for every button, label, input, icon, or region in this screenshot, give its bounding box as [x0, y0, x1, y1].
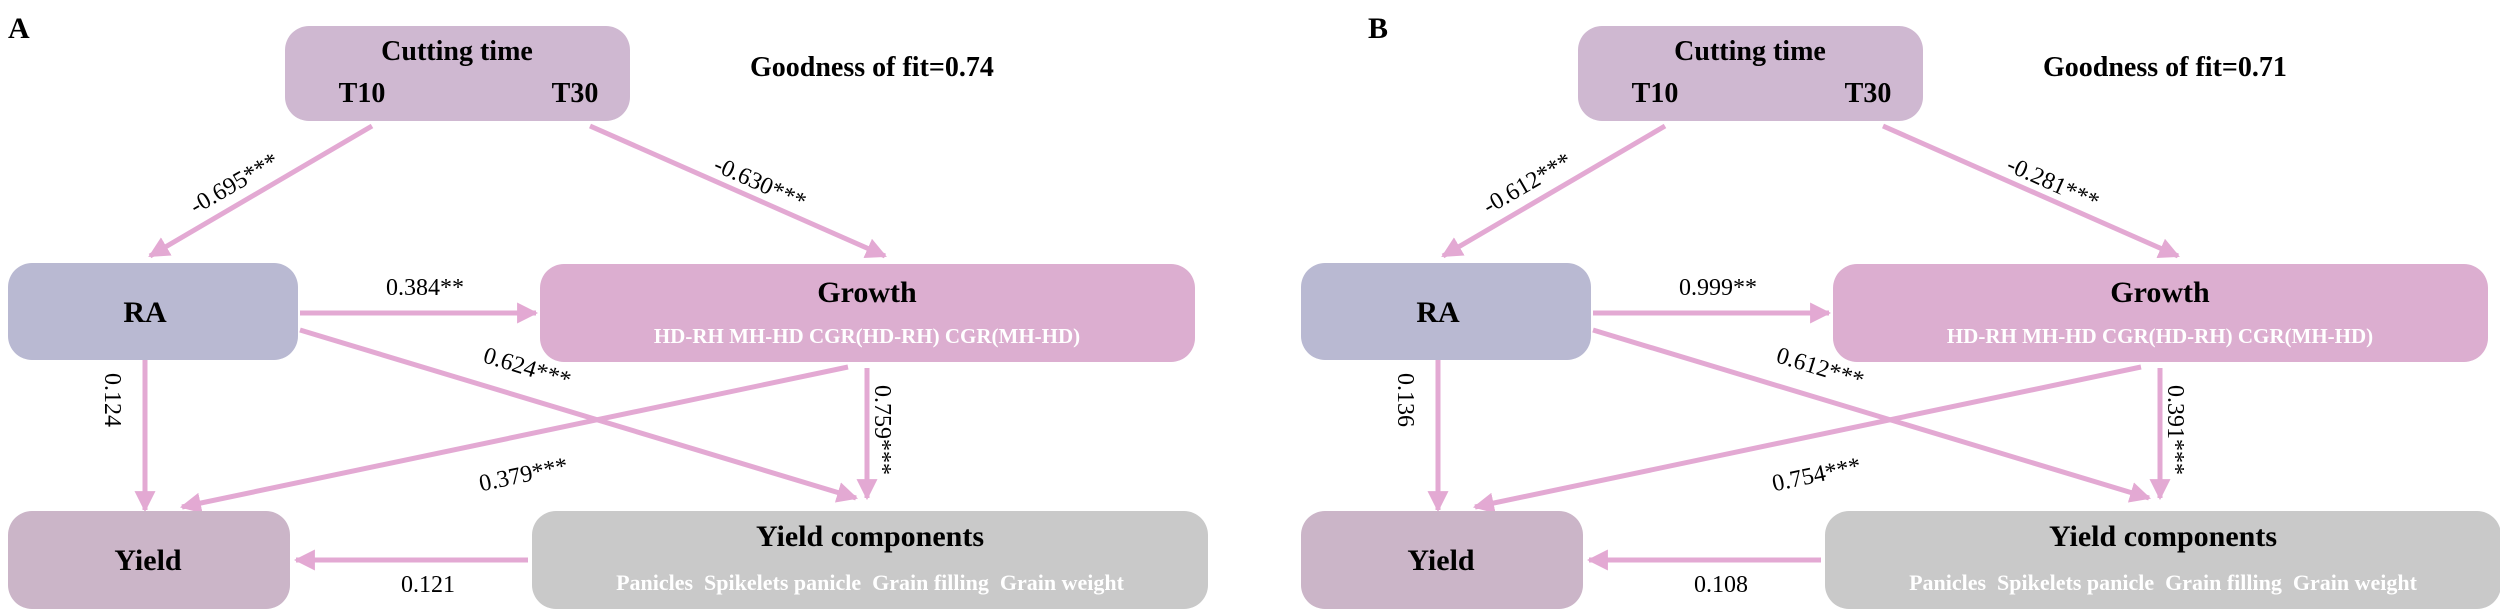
- goodness-of-fit: Goodness of fit=0.71: [2043, 52, 2287, 83]
- yield-components-node: [532, 511, 1208, 609]
- t30-label: T30: [1845, 78, 1892, 109]
- coef-ra-yield: 0.136: [1392, 373, 1418, 427]
- yield-components-variables: Panicles Spikelets panicle Grain filling…: [616, 570, 1125, 595]
- arrow-t10-ra: [148, 123, 374, 259]
- cutting-time-title: Cutting time: [381, 36, 533, 67]
- ra-label: RA: [123, 296, 167, 329]
- yield-components-title: Yield components: [2049, 520, 2277, 553]
- coef-growth-yield: 0.754***: [1770, 453, 1863, 497]
- arrow-t30-growth: [588, 123, 887, 259]
- coef-ra-growth: 0.384**: [386, 275, 464, 301]
- cutting-time-node: [1578, 26, 1923, 121]
- arrow-ra-comp: [1592, 327, 2152, 503]
- coef-comp-yield: 0.108: [1694, 572, 1748, 598]
- panel-b: B Cutting time T10 T30 Goodness of fit=0…: [1301, 12, 2500, 609]
- coef-growth-comp: 0.759***: [869, 385, 895, 475]
- coef-ra-growth: 0.999**: [1679, 275, 1757, 301]
- arrow-growth-yield: [1472, 364, 2142, 514]
- coef-growth-comp: 0.391***: [2162, 385, 2188, 475]
- ra-label: RA: [1416, 296, 1460, 329]
- panel-label: A: [8, 12, 30, 45]
- yield-components-title: Yield components: [756, 520, 984, 553]
- goodness-of-fit: Goodness of fit=0.74: [750, 52, 994, 83]
- yield-label: Yield: [114, 544, 182, 577]
- yield-components-node: [1825, 511, 2500, 609]
- growth-title: Growth: [817, 276, 917, 309]
- arrow-ra-comp: [299, 327, 859, 503]
- arrow-t30-growth: [1881, 123, 2180, 259]
- coef-growth-yield: 0.379***: [477, 453, 570, 497]
- coef-comp-yield: 0.121: [401, 572, 455, 598]
- cutting-time-node: [285, 26, 630, 121]
- growth-variables: HD-RH MH-HD CGR(HD-RH) CGR(MH-HD): [654, 324, 1080, 348]
- arrow-growth-yield: [179, 364, 849, 514]
- ra-node: [8, 263, 298, 360]
- coef-ra-yield: 0.124: [99, 373, 125, 427]
- t10-label: T10: [339, 78, 386, 109]
- panel-a: A Cutting time T10 T30 Goodness of fit=0…: [8, 12, 1208, 609]
- growth-node: [1833, 264, 2488, 362]
- yield-label: Yield: [1407, 544, 1475, 577]
- yield-node: [1301, 511, 1583, 609]
- panel-label: B: [1368, 12, 1388, 45]
- cutting-time-title: Cutting time: [1674, 36, 1826, 67]
- t30-label: T30: [552, 78, 599, 109]
- t10-label: T10: [1632, 78, 1679, 109]
- growth-variables: HD-RH MH-HD CGR(HD-RH) CGR(MH-HD): [1947, 324, 2373, 348]
- yield-components-variables: Panicles Spikelets panicle Grain filling…: [1909, 570, 2418, 595]
- yield-node: [8, 511, 290, 609]
- arrow-t10-ra: [1441, 123, 1667, 259]
- growth-node: [540, 264, 1195, 362]
- ra-node: [1301, 263, 1591, 360]
- growth-title: Growth: [2110, 276, 2210, 309]
